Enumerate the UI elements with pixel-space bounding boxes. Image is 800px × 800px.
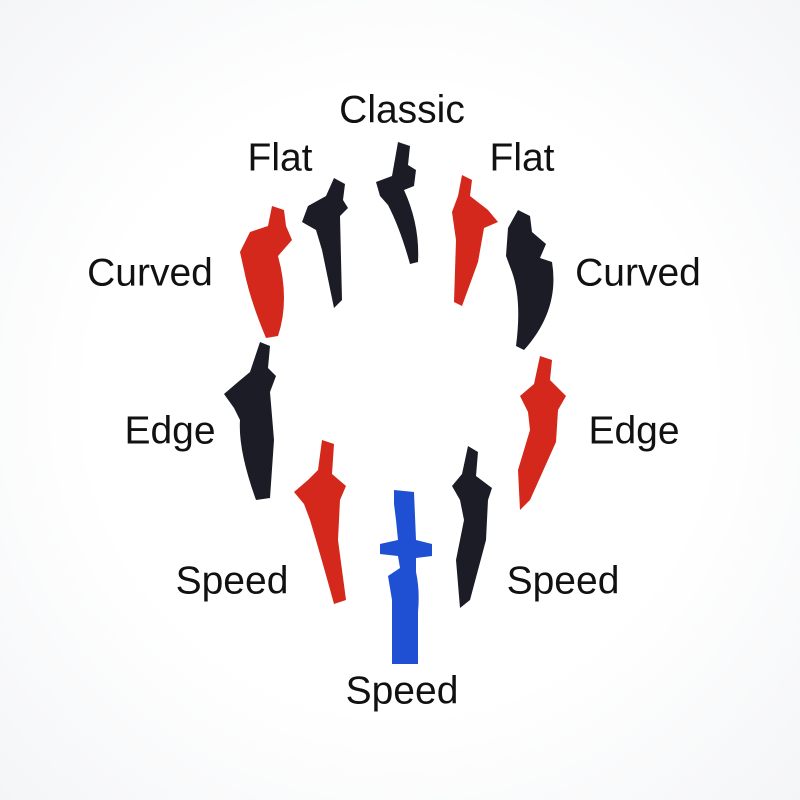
trigger-flat-right-red [452,175,498,306]
trigger-flat-left-black [302,178,348,308]
trigger-edge-left-black [224,342,276,500]
trigger-speed-right-black [452,446,492,608]
label-edge-right: Edge [588,409,680,453]
trigger-edge-right-red [518,356,566,510]
trigger-speed-blue [380,490,432,664]
label-flat-right: Flat [489,136,555,180]
trigger-curved-left-red [240,206,292,338]
label-speed-bottom: Speed [345,669,459,713]
label-curved-left: Curved [87,251,213,295]
trigger-speed-left-red [294,440,346,604]
trigger-curved-right-black [506,210,554,350]
trigger-classic-black [376,142,419,264]
label-edge-left: Edge [124,409,216,453]
label-speed-right: Speed [506,559,620,603]
label-speed-left: Speed [175,559,289,603]
label-flat-left: Flat [247,136,313,180]
label-curved-right: Curved [575,251,701,295]
label-classic: Classic [339,88,465,132]
